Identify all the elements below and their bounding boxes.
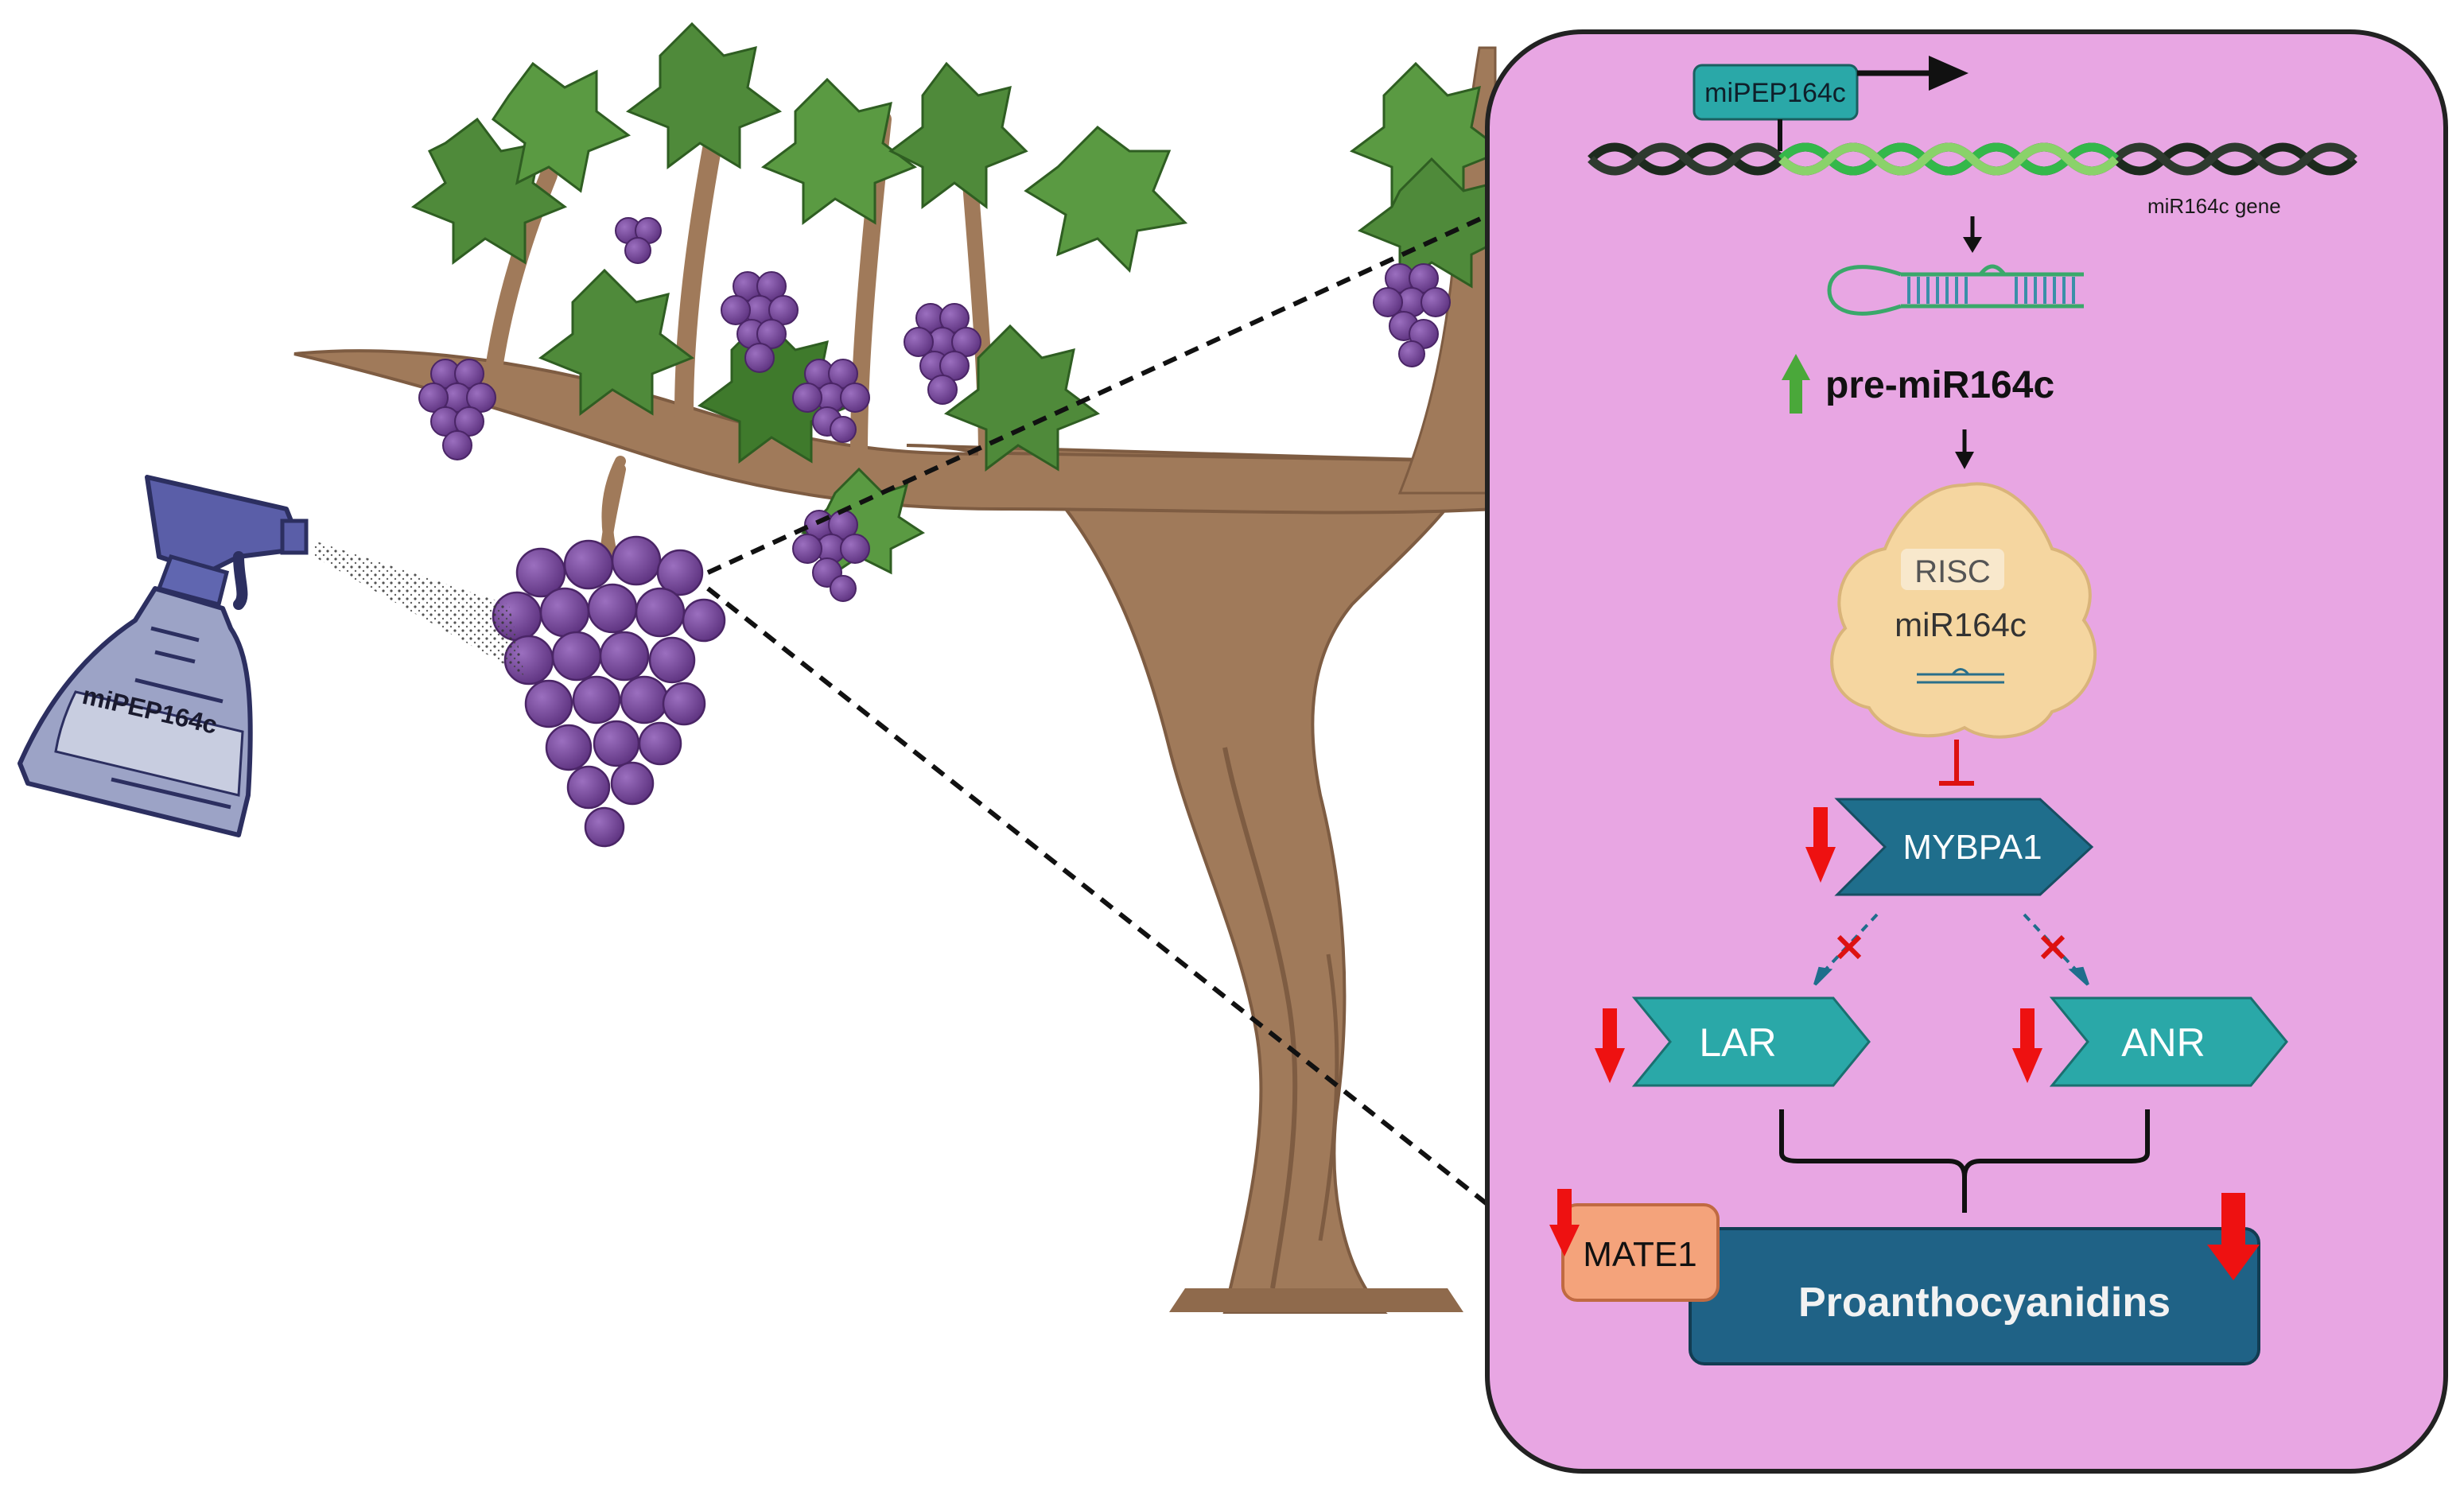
lar-label: LAR [1699,1020,1776,1065]
small-grape-cluster-4 [904,303,981,405]
risc-complex-icon [1830,482,2097,739]
gene-label: miR164c gene [2147,194,2281,218]
down-arrow-icon [2012,1008,2042,1083]
small-grape-cluster-3 [792,359,870,443]
small-grape-cluster-5 [615,217,662,264]
mate1-label: MATE1 [1583,1235,1696,1274]
anr-chevron [2049,996,2288,1087]
mybpa1-label: MYBPA1 [1902,828,2042,867]
panel-background [1485,29,2448,1474]
grapevine-icon [293,21,1506,1314]
risc-label: RISC [1914,554,1991,589]
pathway-panel: miPEP164c miR164c gene [1485,29,2448,1474]
anr-label: ANR [2121,1020,2206,1065]
zoom-lines [706,206,1505,1219]
down-arrow-icon [1549,1189,1580,1256]
small-grape-cluster-7 [1373,263,1451,367]
down-arrow-icon [1963,216,1982,253]
inhibition-icon [1939,740,1974,786]
down-arrow-icon [1805,807,1836,883]
mipep-box-label: miPEP164c [1704,78,1846,108]
dna-helix-icon [1588,142,2357,176]
blocked-arrow-icon [1813,913,1879,986]
down-arrow-icon [1595,1008,1625,1083]
mybpa1-chevron [1834,798,2094,896]
down-arrow-icon [2207,1193,2260,1280]
lar-chevron [1631,996,1871,1087]
small-grape-cluster-6 [792,510,870,602]
small-grape-cluster-2 [721,271,799,373]
spray-bottle-icon: miPEP164c [17,475,525,837]
product-label: Proanthocyanidins [1798,1280,2171,1326]
converging-brace [1779,1109,2150,1213]
mirna-label: miR164c [1895,606,2027,643]
pre-mirna-label: pre-miR164c [1825,364,2054,406]
mipep-box [1693,64,1859,121]
promoter-arrow-icon [1778,56,1968,151]
large-grape-cluster [492,535,726,848]
blocked-arrow-icon [2023,913,2089,986]
hairpin-rna-icon [1827,264,2084,316]
down-arrow-icon [1955,429,1974,469]
up-arrow-icon [1782,354,1810,414]
small-grape-cluster-1 [418,359,496,460]
